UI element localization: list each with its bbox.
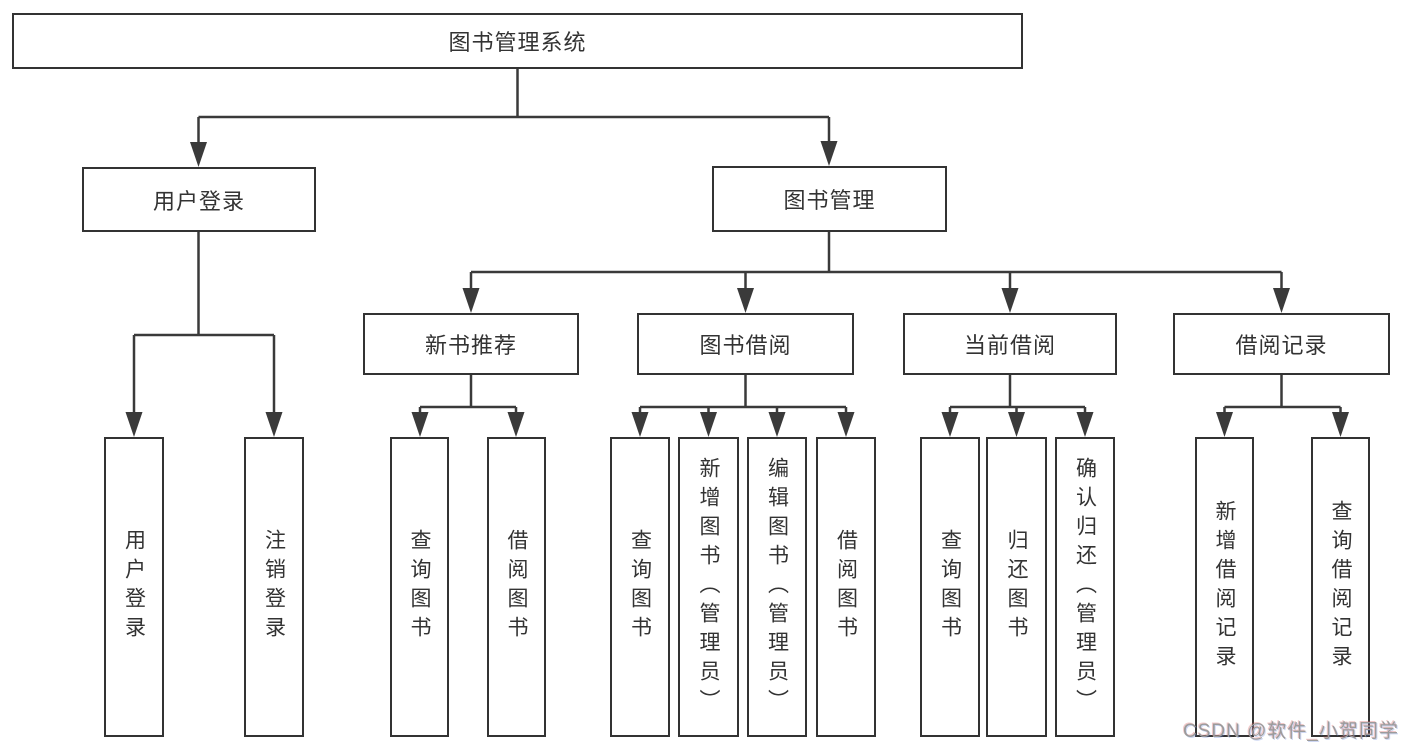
- leaf-query-book-borrow: 查询图书: [610, 437, 670, 737]
- leaf-confirm-return-label: 确认归还（管理员）: [1073, 456, 1097, 718]
- node-current-borrow: 当前借阅: [903, 313, 1117, 375]
- node-book-borrow-label: 图书借阅: [699, 333, 792, 358]
- leaf-borrow-book-borrow-label: 借阅图书: [834, 529, 858, 645]
- leaf-query-record-label: 查询借阅记录: [1329, 500, 1352, 674]
- leaf-borrow-book-rec-label: 借阅图书: [505, 529, 528, 645]
- leaf-user-login: 用户登录: [104, 437, 164, 737]
- node-borrow-record-label: 借阅记录: [1235, 333, 1328, 358]
- leaf-confirm-return: 确认归还（管理员）: [1055, 437, 1115, 737]
- node-new-book-rec: 新书推荐: [363, 313, 579, 375]
- leaf-add-record: 新增借阅记录: [1195, 437, 1254, 737]
- leaf-return-book: 归还图书: [986, 437, 1047, 737]
- node-root-label: 图书管理系统: [448, 30, 587, 55]
- leaf-add-book-label: 新增图书（管理员）: [697, 456, 720, 718]
- leaf-logout-label: 注销登录: [262, 529, 286, 645]
- node-user-login: 用户登录: [82, 167, 316, 232]
- watermark-text: CSDN @软件_小贺同学: [1183, 721, 1399, 742]
- node-current-borrow-label: 当前借阅: [963, 333, 1056, 358]
- node-book-mgmt-label: 图书管理: [783, 188, 876, 213]
- leaf-query-book-current: 查询图书: [920, 437, 980, 737]
- node-book-mgmt: 图书管理: [712, 166, 947, 232]
- leaf-edit-book-label: 编辑图书（管理员）: [765, 456, 789, 718]
- leaf-edit-book: 编辑图书（管理员）: [747, 437, 807, 737]
- leaf-query-record: 查询借阅记录: [1311, 437, 1370, 737]
- node-user-login-label: 用户登录: [152, 188, 245, 214]
- leaf-add-book: 新增图书（管理员）: [678, 437, 739, 737]
- node-new-book-rec-label: 新书推荐: [424, 333, 517, 358]
- leaf-borrow-book-rec: 借阅图书: [487, 437, 546, 737]
- leaf-query-book-rec: 查询图书: [390, 437, 449, 737]
- leaf-query-book-borrow-label: 查询图书: [628, 529, 652, 645]
- leaf-user-login-label: 用户登录: [122, 529, 146, 645]
- node-borrow-record: 借阅记录: [1173, 313, 1390, 375]
- leaf-add-record-label: 新增借阅记录: [1213, 500, 1236, 674]
- leaf-logout: 注销登录: [244, 437, 304, 737]
- leaf-query-book-current-label: 查询图书: [938, 529, 962, 645]
- node-book-borrow: 图书借阅: [637, 313, 854, 375]
- leaf-borrow-book-borrow: 借阅图书: [816, 437, 876, 737]
- leaf-return-book-label: 归还图书: [1005, 529, 1028, 645]
- node-root: 图书管理系统: [12, 13, 1023, 69]
- leaf-query-book-rec-label: 查询图书: [408, 529, 431, 645]
